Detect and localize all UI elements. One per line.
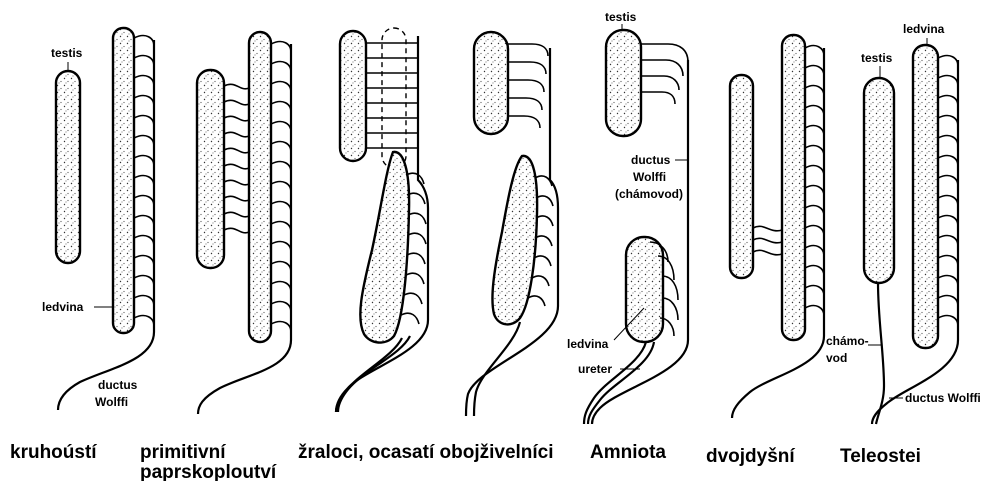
panel-dvojdysni [730,35,824,418]
kidney-organ [626,237,663,342]
panel-teleostei: testis ledvina chámo- vod ductus Wolffi [826,22,981,424]
testis-vestigial-dashed [382,28,406,168]
kidney-organ [113,28,134,333]
testis-organ [864,78,894,283]
testis-label: testis [51,46,83,60]
caption-teleostei: Teleostei [840,446,921,467]
testis-label: testis [605,10,637,24]
testis-kidney-connections [753,226,782,255]
ductus-wolffi-label-line1: ductus [98,378,138,392]
panel-zraloci-ocasati [336,28,428,412]
panel-kruhousti: testis ledvina ductus Wolffi [42,28,154,410]
panel-amniota: testis ductus Wolffi (chámovod) ledvina … [567,10,688,424]
kidney-tubules [271,42,291,332]
kidney-label: ledvina [42,300,84,314]
testis-duct-connections [641,44,688,104]
caption-dvojdysni: dvojdyšní [706,446,795,467]
ductus-wolffi-label: ductus Wolffi [905,391,981,405]
testis-organ [197,70,224,268]
testis-organ [340,31,366,161]
kidney-organ [492,156,537,325]
chamovod-label-line2: vod [826,351,847,365]
kidney-tubules [134,36,154,326]
testis-kidney-connections [366,43,418,148]
testis-organ [474,32,508,134]
caption-primitivni: primitivní [140,442,226,463]
caption-amniota: Amniota [590,442,666,463]
kidney-organ [249,32,271,342]
ductus-wolffi-label-line2: Wolffi [95,395,128,409]
ureter-label: ureter [578,362,612,376]
captions: kruhoústí primitivní paprskoploutví žral… [10,442,921,481]
panel-obojzivelnici [466,32,558,416]
ductus-label-line2: Wolffi [633,170,666,184]
kidney-tubules [805,46,824,316]
sperm-duct [876,283,884,424]
kidney-organ [782,35,805,340]
kidney-tubules [938,56,958,326]
testis-kidney-connections [224,84,249,233]
caption-zraloci-ocasati-obojzivelnici: žraloci, ocasatí obojživelníci [298,442,554,463]
ductus-label-line1: ductus [631,153,671,167]
testis-organ [606,30,641,136]
chamovod-label: (chámovod) [615,187,683,201]
caption-paprskoploutvi: paprskoploutví [140,462,277,481]
testis-organ [56,71,80,263]
caption-kruhousti: kruhoústí [10,442,97,463]
chamovod-label-line1: chámo- [826,334,869,348]
testis-organ [730,75,753,278]
panel-primitivni-paprskoploutvi [197,32,291,414]
testis-label: testis [861,51,893,65]
testis-duct-connections [508,44,548,128]
kidney-label: ledvina [903,22,945,36]
kidney-label: ledvina [567,337,609,351]
kidney-organ [913,45,938,348]
